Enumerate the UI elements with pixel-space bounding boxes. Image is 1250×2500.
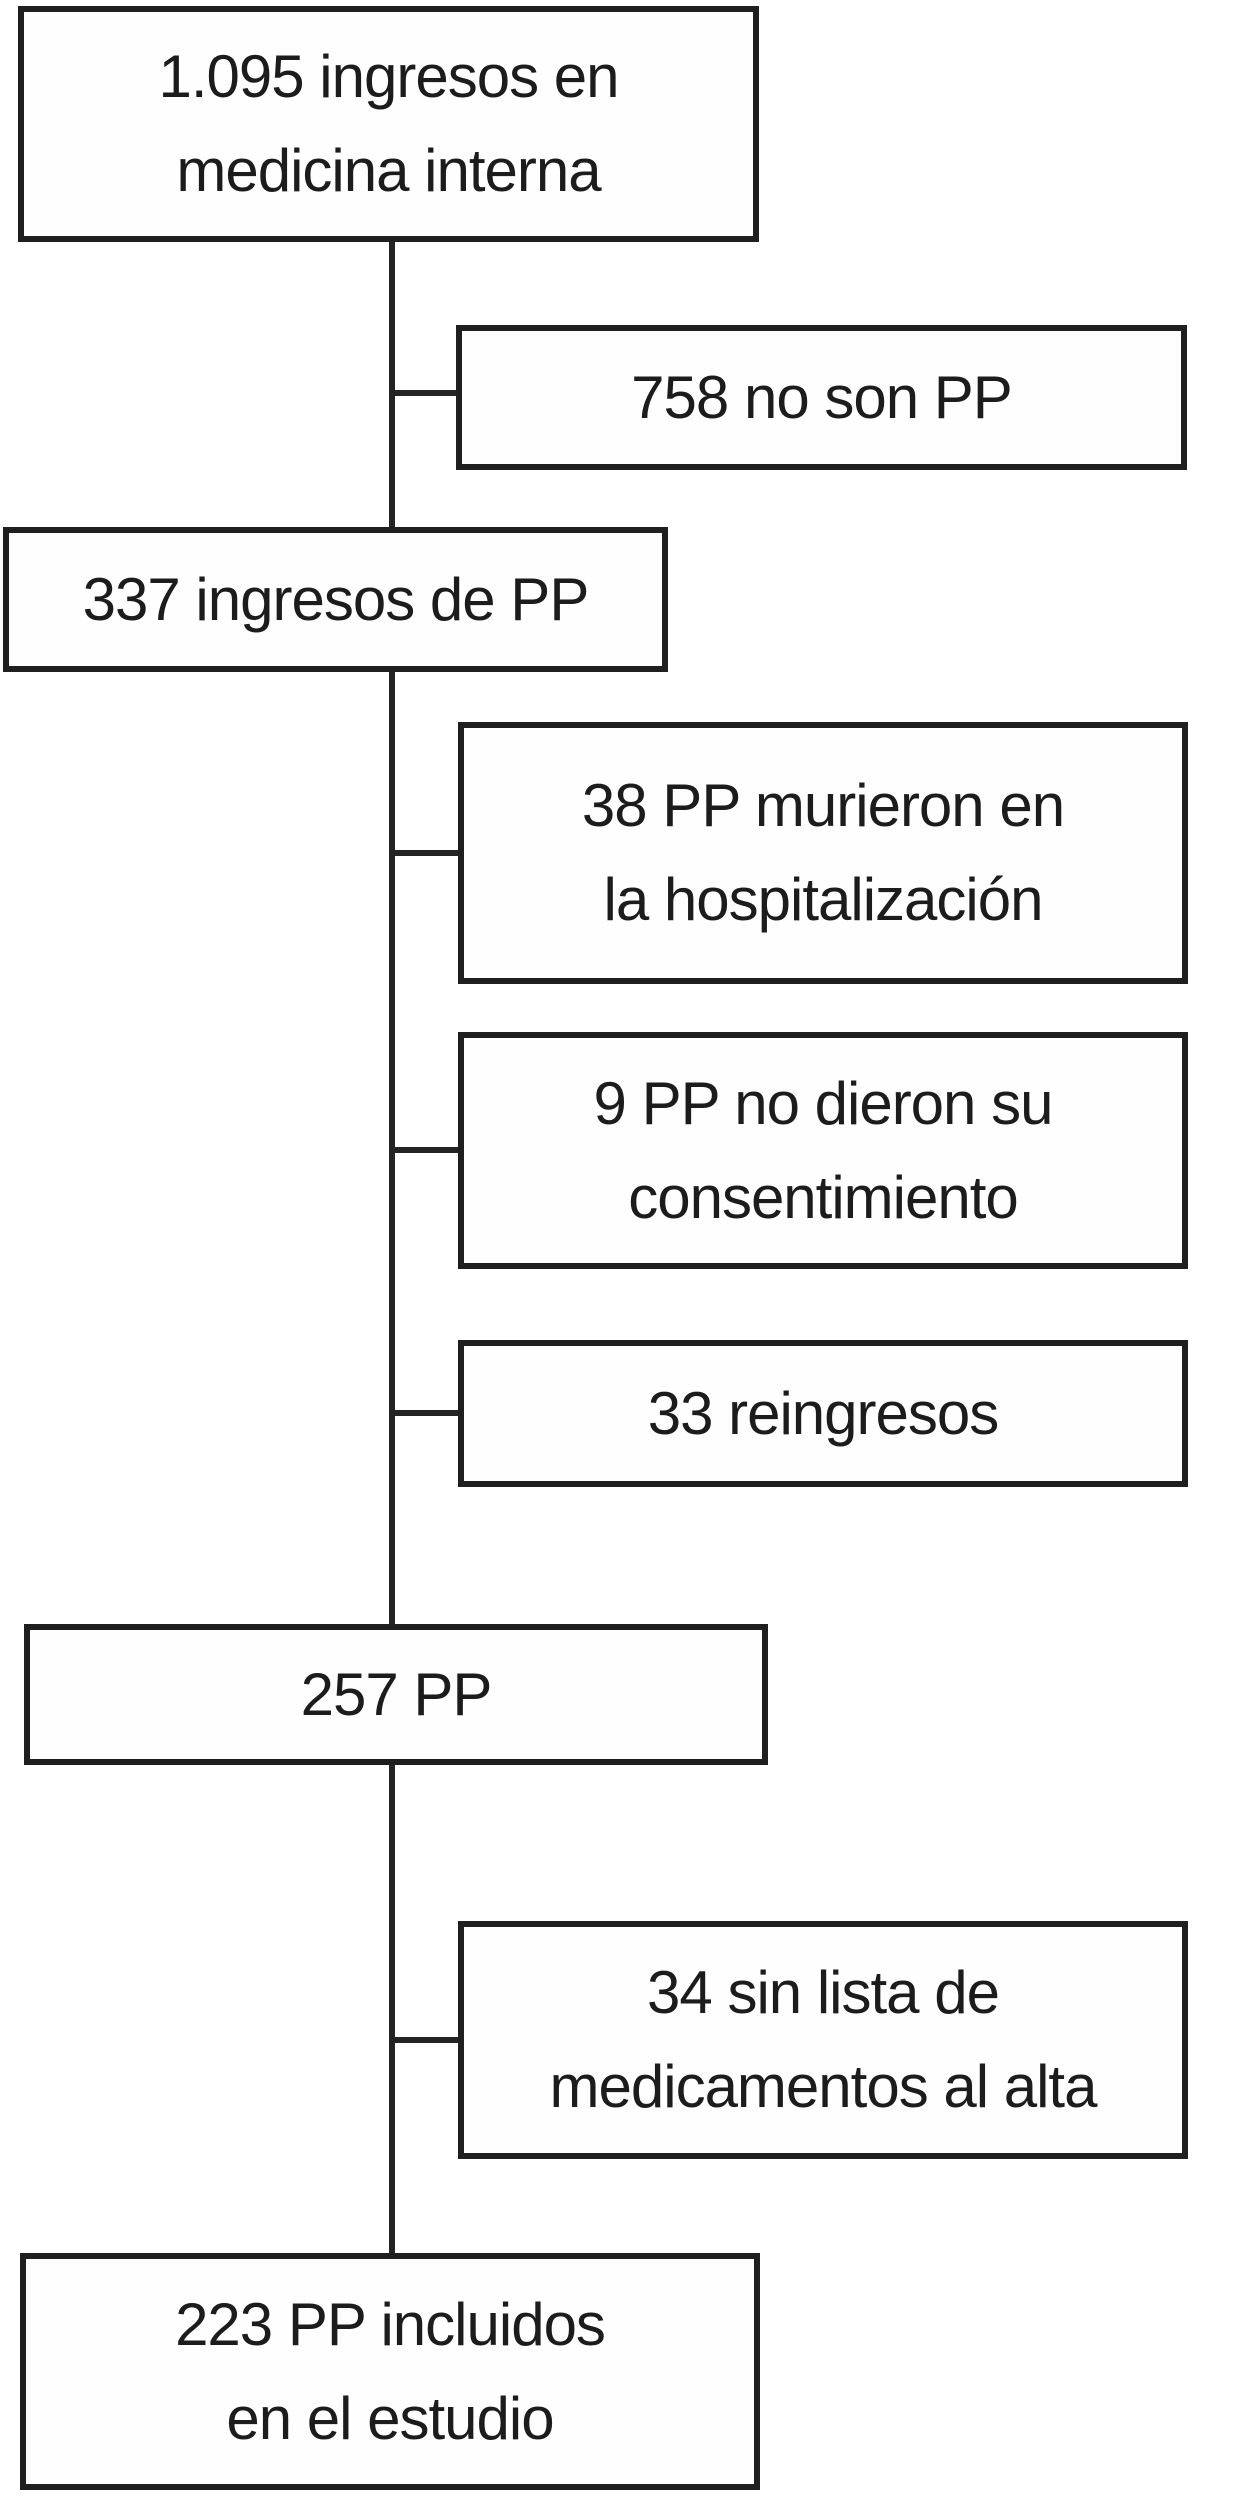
node-pp-sin-consentimiento: 9 PP no dieron su consentimiento <box>458 1032 1188 1269</box>
node-label: 33 reingresos <box>647 1379 1000 1447</box>
node-label: 257 PP <box>300 1660 493 1728</box>
node-label: 1.095 ingresos en medicina interna <box>158 43 619 204</box>
branch-connector-reingresos <box>389 1410 459 1416</box>
trunk-line-bottom <box>389 1765 395 2255</box>
node-label: 223 PP incluidos en el estudio <box>175 2290 606 2452</box>
node-pp: 257 PP <box>24 1624 768 1765</box>
branch-connector-consentimiento <box>389 1147 459 1153</box>
node-pp-incluidos-estudio: 223 PP incluidos en el estudio <box>20 2253 760 2490</box>
node-pp-murieron-hospitalizacion: 38 PP murieron en la hospitalización <box>458 722 1188 984</box>
node-ingresos-medicina-interna: 1.095 ingresos en medicina interna <box>18 6 759 242</box>
branch-connector-murieron <box>389 850 459 856</box>
node-reingresos: 33 reingresos <box>458 1340 1188 1487</box>
node-label: 337 ingresos de PP <box>82 565 590 633</box>
node-sin-lista-medicamentos-alta: 34 sin lista de medicamentos al alta <box>458 1921 1188 2159</box>
branch-connector-no-son-pp <box>389 390 459 396</box>
node-label: 34 sin lista de medicamentos al alta <box>549 1959 1098 2120</box>
branch-connector-sin-lista <box>389 2037 459 2043</box>
node-ingresos-pp: 337 ingresos de PP <box>3 527 668 672</box>
node-no-son-pp: 758 no son PP <box>456 325 1187 470</box>
node-label: 758 no son PP <box>631 363 1013 431</box>
node-label: 9 PP no dieron su consentimiento <box>593 1069 1054 1231</box>
node-label: 38 PP murieron en la hospitalización <box>581 772 1065 933</box>
trunk-line-top <box>389 242 395 530</box>
